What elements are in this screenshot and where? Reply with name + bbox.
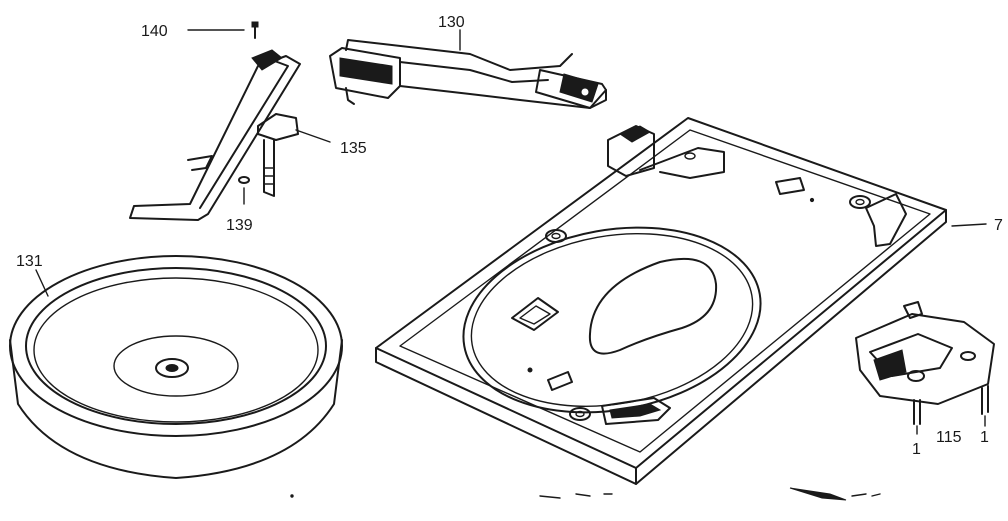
part-130-tonearm [329,39,607,109]
callout-140: 140 [141,23,168,40]
part-139-washer [238,176,250,184]
part-140-screw [251,21,259,39]
leader-131 [35,269,49,297]
leader-7 [951,223,987,227]
callout-135: 135 [340,140,367,157]
callout-139: 139 [226,217,253,234]
leader-135 [295,129,331,143]
callout-1-right: 1 [980,429,989,446]
part-135-arm-rest [129,49,301,221]
callout-115: 115 [936,429,962,446]
callout-130: 130 [438,14,465,31]
part-115-motor [855,301,995,425]
part-7-base-plate [375,117,947,485]
part-131-platter [9,255,343,479]
callout-7: 7 [994,217,1003,234]
scan-marks [290,487,881,501]
callout-131: 131 [16,253,43,270]
callout-1-left: 1 [912,441,921,458]
